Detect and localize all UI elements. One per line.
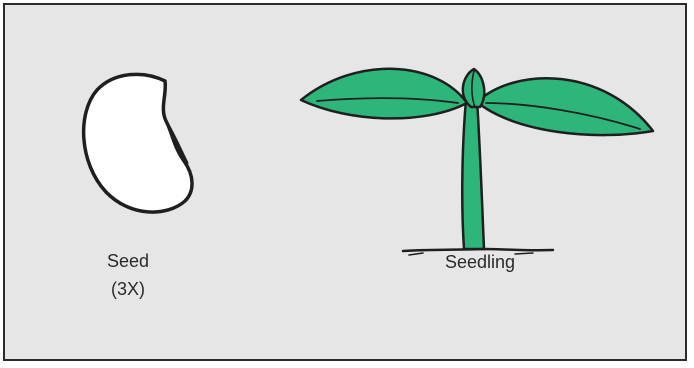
seed-icon bbox=[84, 74, 192, 212]
seedling-caption: Seedling bbox=[410, 253, 550, 271]
figure-panel: Seed (3X) Seedling bbox=[3, 3, 687, 361]
seed-caption-line1: Seed bbox=[107, 251, 149, 271]
seedling-icon bbox=[301, 69, 653, 255]
seed-caption: Seed (3X) bbox=[93, 252, 163, 298]
figure-artwork bbox=[5, 5, 689, 363]
seed-caption-line2: (3X) bbox=[93, 280, 163, 298]
